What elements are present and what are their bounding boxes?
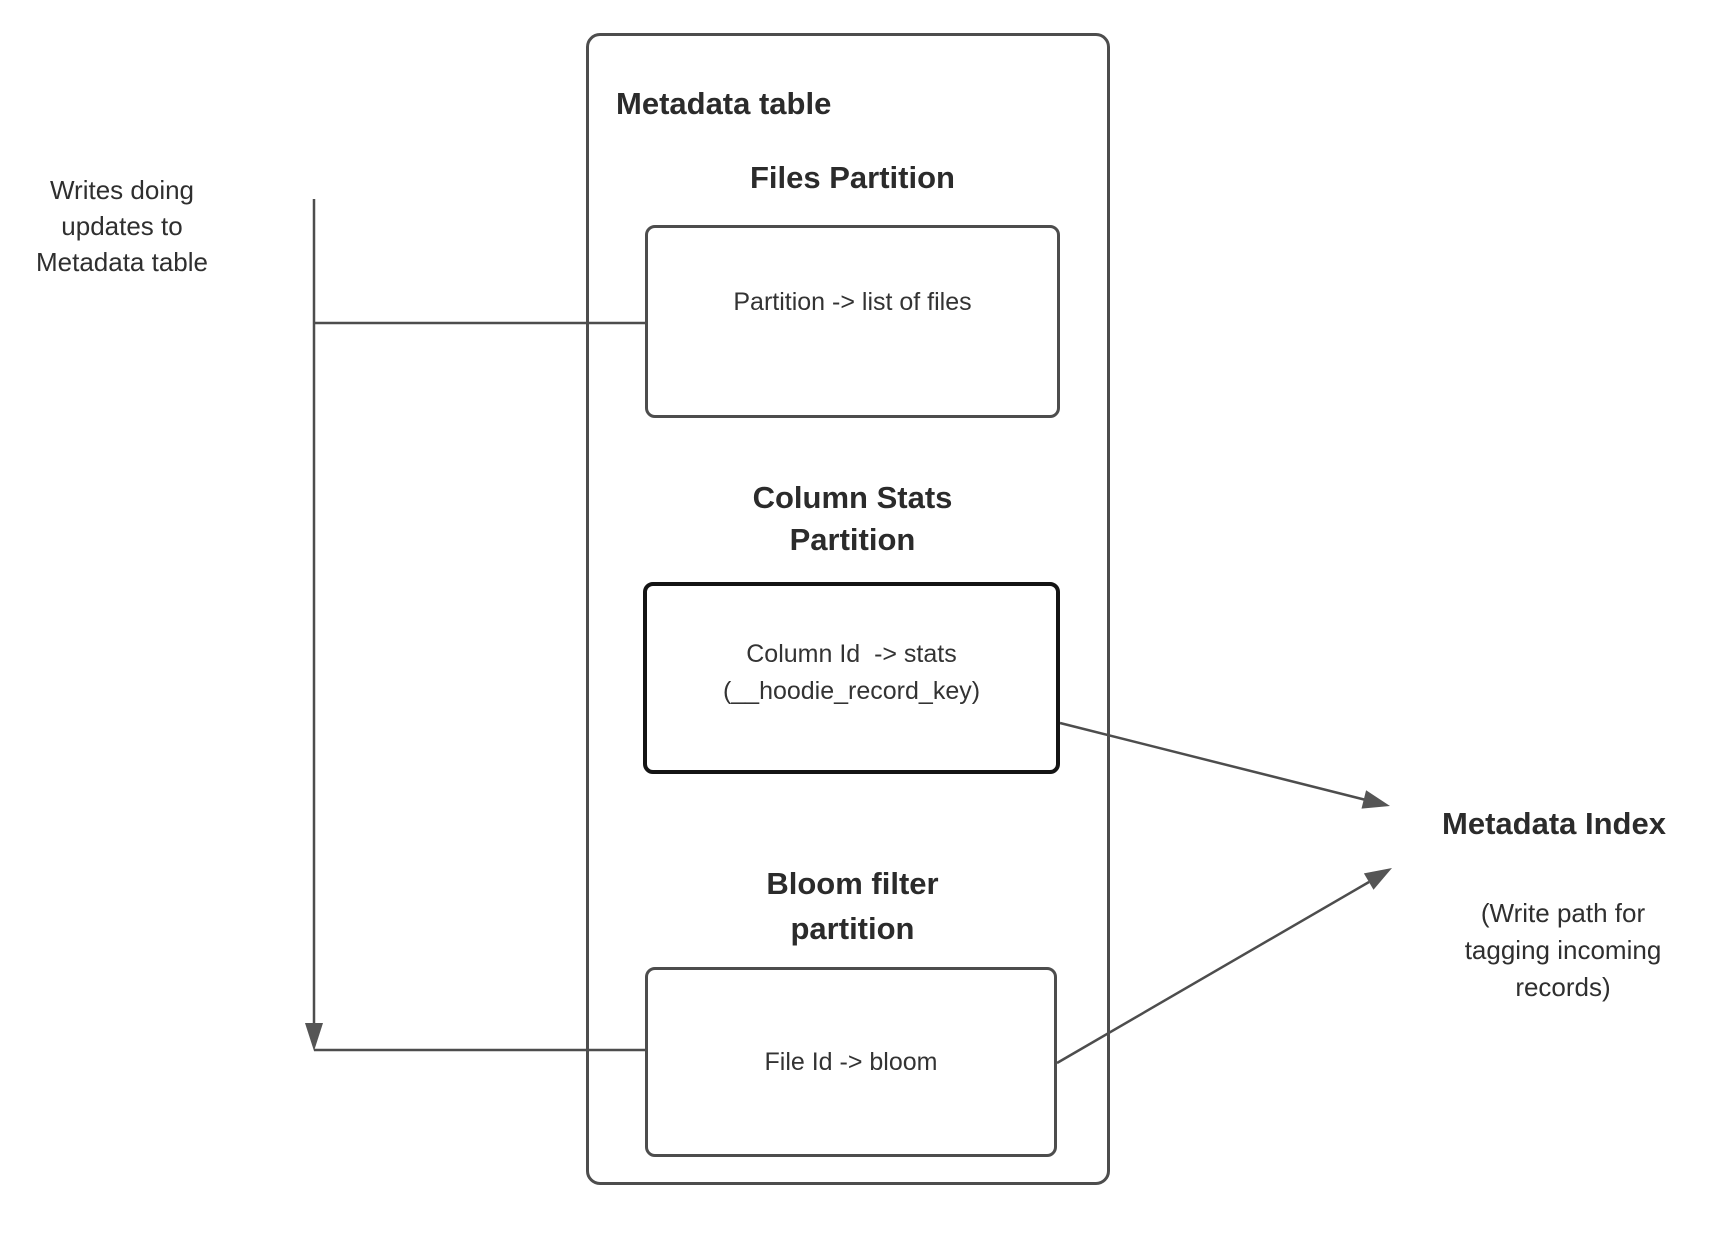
writes-updates-note: Writes doing updates to Metadata table: [35, 175, 208, 277]
bloom-filter-mapping-text: File Id -> bloom: [764, 1047, 938, 1076]
files-partition-box: Partition -> list of files: [645, 225, 1060, 418]
column-stats-partition-heading: Column Stats Partition: [752, 480, 953, 557]
files-partition-heading: Files Partition: [750, 160, 955, 195]
metadata-table-box: Metadata table: [586, 33, 1110, 1185]
metadata-index-subtitle: (Write path for tagging incoming records…: [1464, 898, 1662, 1002]
files-partition-mapping-text: Partition -> list of files: [733, 288, 972, 316]
metadata-index-title: Metadata Index: [1442, 806, 1666, 841]
column-stats-mapping-text: Column Id -> stats (__hoodie_record_key): [722, 640, 981, 705]
bloom-filter-partition-heading: Bloom filter partition: [766, 866, 939, 946]
column-stats-partition-box: Column Id -> stats (__hoodie_record_key): [643, 582, 1060, 774]
writes-down-arrowhead-icon: [305, 1023, 323, 1051]
stats-to-index-arrowhead-icon: [1361, 790, 1390, 809]
bloom-to-index-arrowhead-icon: [1363, 868, 1392, 890]
metadata-table-title: Metadata table: [616, 86, 832, 121]
bloom-filter-partition-box: File Id -> bloom: [645, 967, 1057, 1157]
